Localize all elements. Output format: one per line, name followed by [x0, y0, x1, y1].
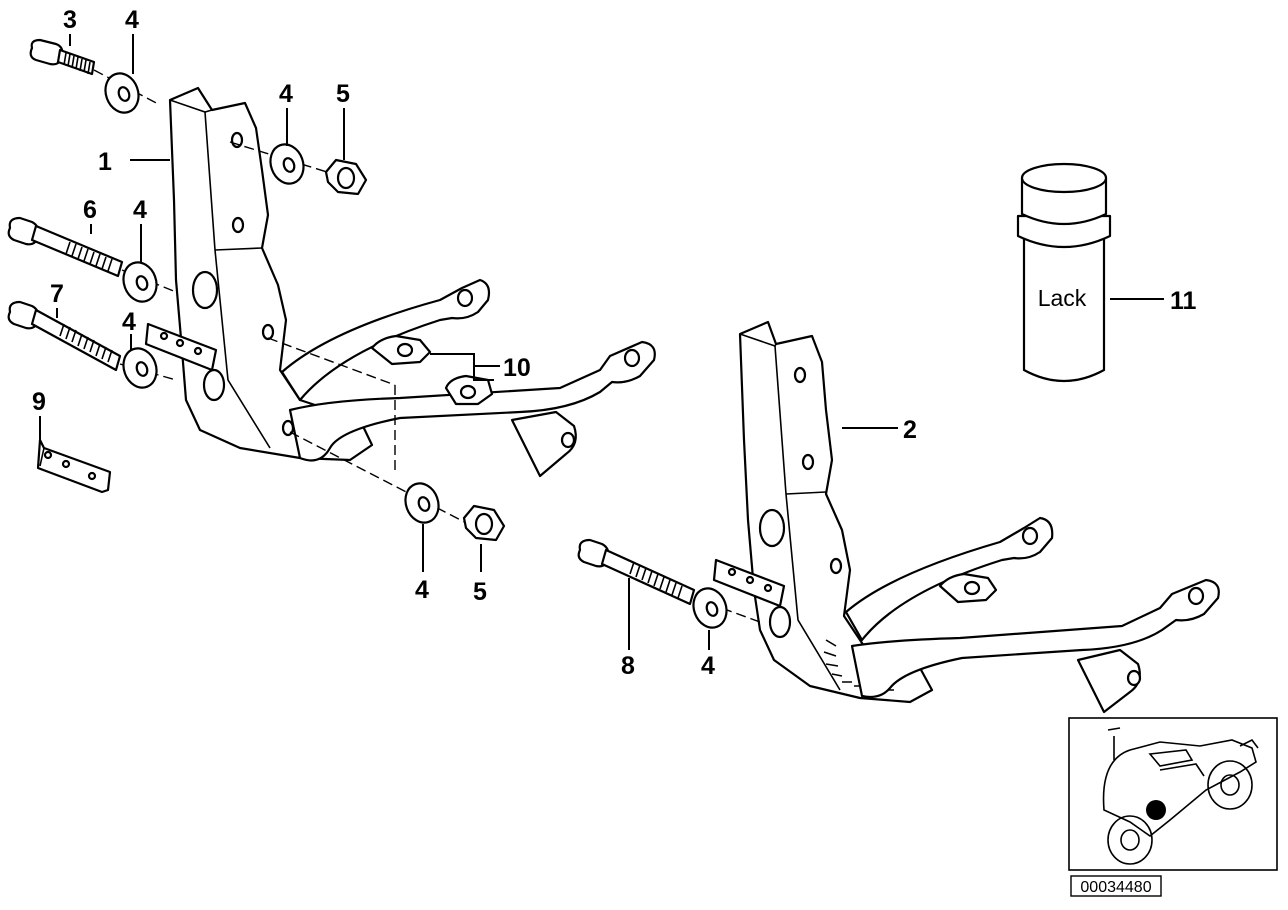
label-8: 8	[621, 652, 635, 680]
bracket-1	[168, 86, 374, 462]
plate-on-bracket-2	[712, 558, 786, 608]
washer-4-bolt-7	[122, 347, 158, 389]
washer-4-bolt-8	[692, 587, 728, 629]
label-4-c: 4	[133, 196, 147, 224]
label-9: 9	[32, 388, 46, 416]
label-11: 11	[1170, 287, 1197, 315]
label-4-b: 4	[279, 80, 293, 108]
can-label: Lack	[1038, 285, 1087, 311]
bolt-8	[577, 538, 696, 606]
bolt-3	[29, 38, 96, 76]
label-4-d: 4	[122, 308, 136, 336]
label-4-e: 4	[415, 576, 429, 604]
bolt-6	[7, 216, 124, 278]
bolt-7	[7, 300, 122, 372]
plate-on-bracket-1	[144, 322, 218, 372]
paint-can-11	[1016, 162, 1112, 383]
washer-4-top-left	[104, 72, 140, 114]
label-3: 3	[63, 6, 77, 34]
bracket-2	[738, 320, 934, 704]
label-4-f: 4	[701, 652, 715, 680]
nut-5-lower	[462, 504, 506, 542]
frame-tube-right	[844, 516, 1220, 714]
plate-9	[36, 438, 112, 494]
diagram-code-box: 00034480	[1070, 875, 1162, 897]
washer-4-lower	[404, 482, 440, 524]
frame-tube-left	[280, 278, 656, 478]
location-dot	[1146, 800, 1166, 820]
diagram-code: 00034480	[1080, 879, 1151, 896]
nut-5-upper	[324, 158, 368, 196]
label-2: 2	[903, 416, 917, 444]
label-1: 1	[98, 148, 112, 176]
label-7: 7	[50, 280, 64, 308]
washer-4-upper	[269, 143, 305, 185]
label-5-a: 5	[336, 80, 350, 108]
label-6: 6	[83, 196, 97, 224]
label-5-b: 5	[473, 578, 487, 606]
label-4-a: 4	[125, 6, 139, 34]
label-10: 10	[503, 354, 531, 382]
motorcycle-thumbnail	[1068, 717, 1278, 871]
washer-4-bolt-6	[122, 261, 158, 303]
